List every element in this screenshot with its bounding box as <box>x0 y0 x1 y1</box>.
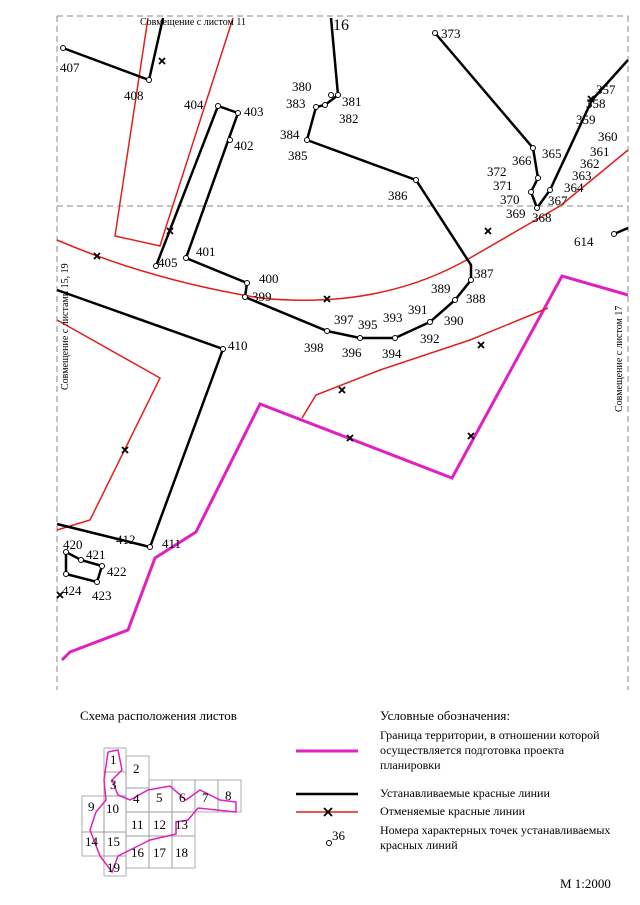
svg-text:7: 7 <box>202 790 209 805</box>
legend-established-text: Устанавливаемые красные линии <box>380 786 550 800</box>
point-label: 394 <box>382 346 402 361</box>
point-label: 392 <box>420 331 440 346</box>
svg-text:14: 14 <box>85 834 99 849</box>
point-label: 401 <box>196 244 216 259</box>
point-label: 385 <box>288 148 308 163</box>
point-label: 403 <box>244 104 264 119</box>
svg-text:18: 18 <box>175 845 188 860</box>
cancelled-line-marks <box>56 57 595 599</box>
scale-label: М 1:2000 <box>560 876 611 891</box>
point-label: 386 <box>388 188 408 203</box>
legend-point-sample: 36 <box>332 828 346 843</box>
point-label: 388 <box>466 291 486 306</box>
svg-text:17: 17 <box>153 845 167 860</box>
point-label: 407 <box>60 60 80 75</box>
point-label: 364 <box>564 180 584 195</box>
point-label: 396 <box>342 345 362 360</box>
point-label: 369 <box>506 206 526 221</box>
svg-text:13: 13 <box>175 817 188 832</box>
point-label: 370 <box>500 192 520 207</box>
legend-point-symbol <box>326 840 332 846</box>
legend-title: Условные обозначения: <box>380 708 511 723</box>
svg-text:11: 11 <box>131 817 144 832</box>
point-label: 366 <box>512 153 532 168</box>
point-label: 362 <box>580 156 600 171</box>
point-label: 360 <box>598 129 618 144</box>
point-labels: 373 407 408 404 403 402 380 381 383 382 … <box>60 26 618 603</box>
legend-points-text: Номера характерных точек устанавливаемых… <box>380 823 611 852</box>
point-label: 372 <box>487 164 507 179</box>
svg-text:12: 12 <box>153 817 166 832</box>
point-label: 421 <box>86 547 106 562</box>
svg-text:8: 8 <box>225 788 232 803</box>
svg-text:1: 1 <box>110 752 117 767</box>
point-label: 393 <box>383 310 403 325</box>
point-label: 358 <box>586 96 606 111</box>
point-label: 390 <box>444 313 464 328</box>
territory-boundary <box>60 274 629 662</box>
point-label: 411 <box>162 536 181 551</box>
point-label: 423 <box>92 588 112 603</box>
sheet-scheme <box>81 747 242 877</box>
svg-text:3: 3 <box>110 777 117 792</box>
sheet-number-label: 16 <box>333 17 349 34</box>
point-label: 391 <box>408 302 428 317</box>
sheet-join-right: Совмещение с листом 17 <box>614 306 625 412</box>
point-label: 400 <box>259 271 279 286</box>
point-label: 363 <box>572 168 592 183</box>
svg-text:9: 9 <box>88 799 95 814</box>
sheet-scheme-labels: 1 2 3 4 5 6 7 8 9 10 11 12 13 14 15 16 1… <box>85 752 232 875</box>
point-label: 412 <box>116 532 136 547</box>
point-label: 361 <box>590 144 610 159</box>
svg-text:6: 6 <box>179 790 186 805</box>
point-label: 384 <box>280 127 300 142</box>
svg-text:4: 4 <box>133 791 140 806</box>
point-label: 402 <box>234 138 254 153</box>
point-label: 371 <box>493 178 513 193</box>
point-label: 383 <box>286 96 306 111</box>
sheet-join-top: Совмещение с листом 11 <box>140 17 246 28</box>
point-label: 368 <box>532 210 552 225</box>
svg-text:16: 16 <box>131 845 145 860</box>
sheet-join-left: Совмещение с листами 15, 19 <box>60 263 71 390</box>
legend-boundary-text: Граница территории, в отношении которой … <box>380 728 600 772</box>
point-label: 398 <box>304 340 324 355</box>
point-label: 359 <box>576 112 596 127</box>
characteristic-points <box>60 30 617 585</box>
point-label: 387 <box>474 266 494 281</box>
svg-text:5: 5 <box>156 790 163 805</box>
point-label: 382 <box>339 111 359 126</box>
point-label: 424 <box>62 583 82 598</box>
sheet-frame <box>56 15 629 690</box>
scheme-title: Схема расположения листов <box>80 708 237 723</box>
point-label: 408 <box>124 88 144 103</box>
point-label: 614 <box>574 234 594 249</box>
point-label: 381 <box>342 94 362 109</box>
point-label: 389 <box>431 281 451 296</box>
point-label: 373 <box>441 26 461 41</box>
point-label: 367 <box>548 193 568 208</box>
svg-text:19: 19 <box>107 860 120 875</box>
point-label: 420 <box>63 537 83 552</box>
svg-text:15: 15 <box>107 834 120 849</box>
svg-text:10: 10 <box>106 801 119 816</box>
point-label: 380 <box>292 79 312 94</box>
point-label: 397 <box>334 312 354 327</box>
point-label: 404 <box>184 97 204 112</box>
point-label: 410 <box>228 338 248 353</box>
legend-cancelled-mark-icon <box>323 807 333 817</box>
point-label: 422 <box>107 564 127 579</box>
point-label: 399 <box>252 289 272 304</box>
svg-text:2: 2 <box>133 761 140 776</box>
legend-cancelled-text: Отменяемые красные линии <box>380 804 526 818</box>
point-label: 395 <box>358 317 378 332</box>
point-label: 405 <box>158 255 178 270</box>
point-label: 357 <box>596 82 616 97</box>
point-label: 365 <box>542 146 562 161</box>
